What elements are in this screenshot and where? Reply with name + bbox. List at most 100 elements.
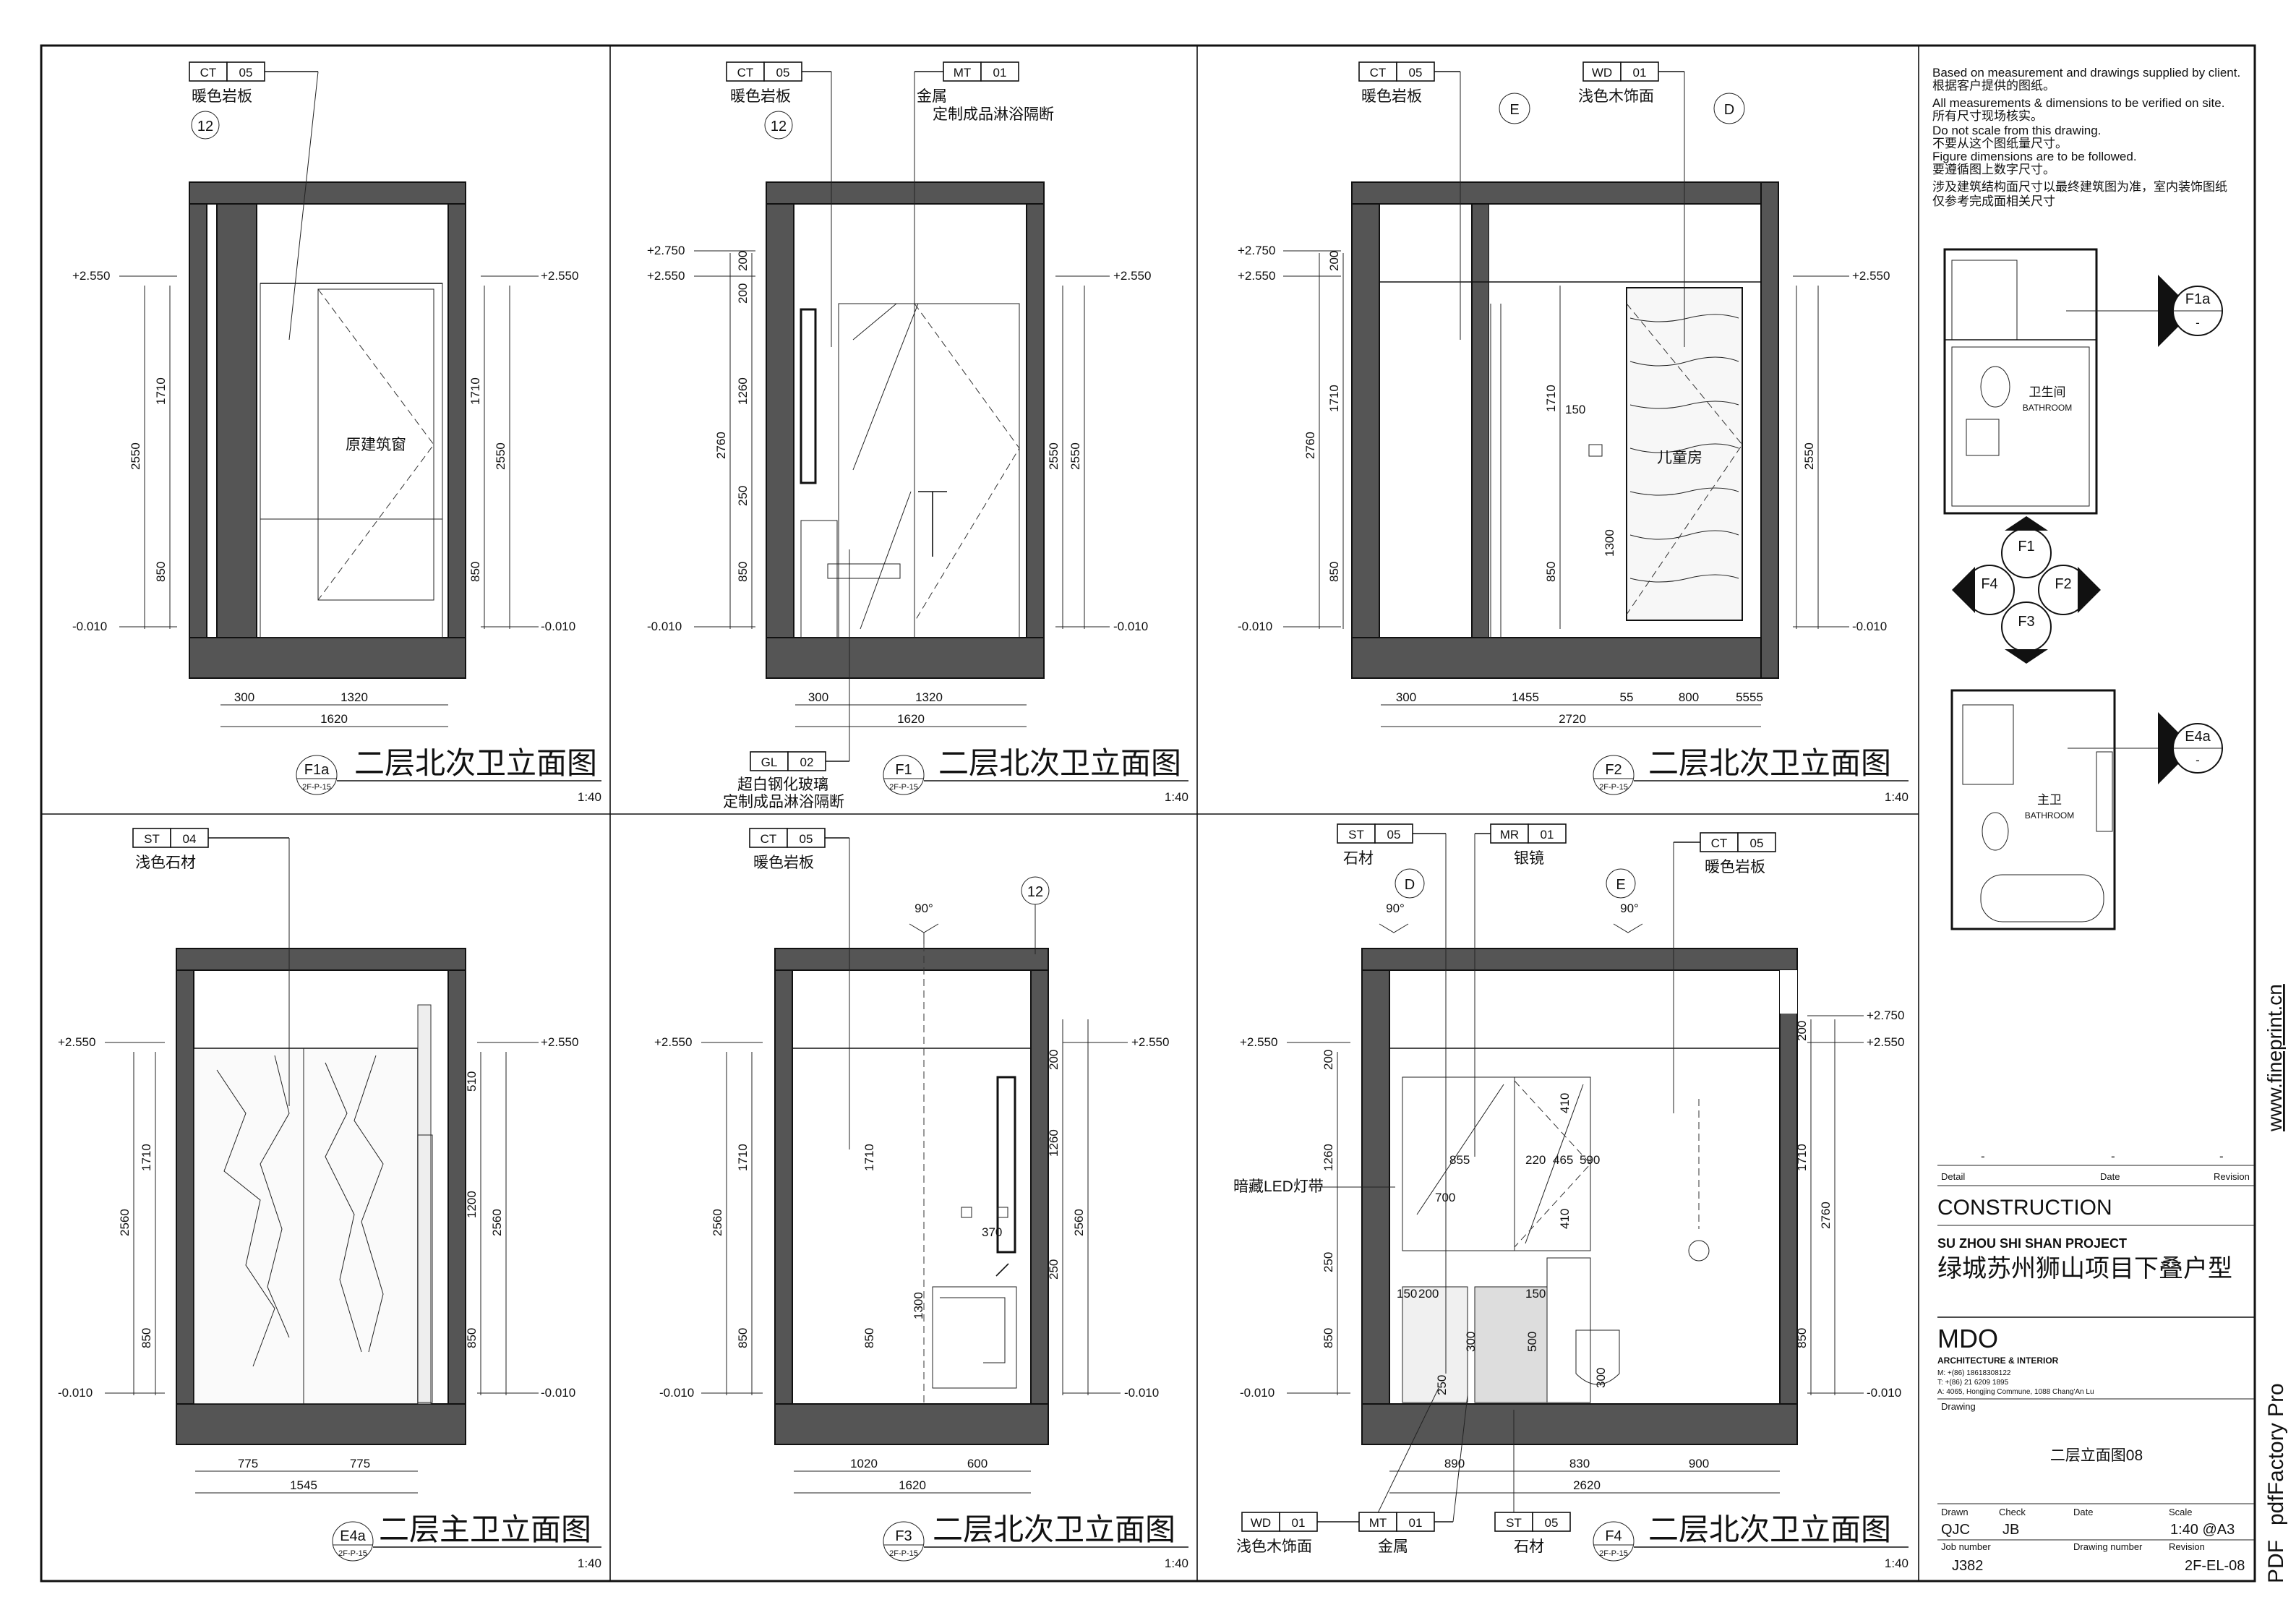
- dim-h: 300: [234, 690, 254, 704]
- material-num: 04: [183, 832, 197, 846]
- dim-v: 2760: [714, 432, 728, 459]
- level-mark: +2.550: [1240, 1035, 1277, 1049]
- dim-v: 2760: [1303, 432, 1317, 459]
- switch-icon: [1588, 444, 1603, 457]
- note-line: 所有尺寸现场核实。: [1932, 109, 2043, 123]
- contact: M: +(86) 18618308122: [1937, 1369, 2011, 1377]
- dim-v: 200: [1322, 1050, 1335, 1070]
- elevation-f1a: 原建筑窗 CT 05 暖色岩板 12 +2.550 -0.010 +2.550 …: [72, 61, 601, 804]
- view-title: 二层北次卫立面图: [1648, 746, 1891, 780]
- wall-left: [766, 181, 794, 679]
- material-code: WD: [1592, 66, 1612, 80]
- elevation-f4: ST 05 石材 MR 01 银镜 CT 05 暖色岩板 WD 01 浅色木饰面…: [1233, 823, 1909, 1570]
- view-angle: 90°: [1620, 902, 1639, 915]
- wall-right: [1026, 181, 1045, 679]
- material-code: ST: [1506, 1516, 1522, 1530]
- note-line: 涉及建筑结构面尺寸以最终建筑图为准，室内装饰图纸: [1932, 180, 2227, 194]
- ceiling-slab: [176, 948, 466, 971]
- material-num: 05: [1545, 1516, 1559, 1530]
- drawing-name: 二层立面图08: [2050, 1447, 2143, 1464]
- material-num: 05: [776, 66, 790, 80]
- svg-text:-: -: [2196, 753, 2200, 767]
- wall-right: [1030, 948, 1049, 1445]
- level-mark: -0.010: [1124, 1386, 1159, 1400]
- stone-panel: [193, 1048, 419, 1405]
- dim-h: 775: [350, 1457, 370, 1470]
- material-label: 金属: [1378, 1538, 1408, 1555]
- pdf-label: PDF: [2264, 1540, 2288, 1583]
- dim-h: 1545: [290, 1478, 317, 1492]
- material-note: 定制成品淋浴隔断: [723, 794, 844, 810]
- view-ref: 2F-P-15: [1599, 1549, 1628, 1558]
- level-mark: +2.550: [58, 1035, 95, 1049]
- material-label: 暖色岩板: [730, 88, 791, 105]
- dim-h: 2620: [1573, 1478, 1601, 1492]
- svg-text:Drawing number: Drawing number: [2073, 1541, 2143, 1552]
- room-label: 主卫: [2037, 793, 2062, 807]
- view-scale: 1:40: [1165, 790, 1188, 804]
- shower-bench: [827, 563, 901, 579]
- compass-label: F4: [1981, 576, 1997, 592]
- col-detail: Detail: [1941, 1171, 1965, 1182]
- level-mark: -0.010: [1238, 620, 1272, 633]
- ceiling-slab: [189, 181, 466, 205]
- level-mark: +2.550: [1238, 269, 1275, 283]
- view-title: 二层北次卫立面图: [354, 746, 597, 780]
- level-mark: -0.010: [72, 620, 107, 633]
- dim-v: 200: [1327, 251, 1341, 271]
- material-num: 05: [239, 66, 253, 80]
- revision-table: - - - Detail Date Revision: [1937, 1149, 2254, 1186]
- col-revision: Revision: [2214, 1171, 2250, 1182]
- revision-number: 2F-EL-08: [2185, 1558, 2245, 1574]
- level-mark: +2.550: [1131, 1035, 1169, 1049]
- material-code: WD: [1251, 1516, 1271, 1530]
- dim-v: 2560: [118, 1209, 132, 1236]
- view-scale: 1:40: [1885, 1556, 1909, 1570]
- material-num: 05: [1750, 836, 1764, 850]
- level-mark: +2.550: [541, 1035, 578, 1049]
- title-bubble: [883, 1521, 925, 1562]
- material-code: CT: [737, 66, 754, 80]
- material-label: 浅色石材: [135, 855, 196, 871]
- dim-v: 1710: [140, 1144, 153, 1171]
- level-mark: +2.750: [1238, 244, 1275, 257]
- dim-v: 1260: [1322, 1144, 1335, 1171]
- view-title: 二层北次卫立面图: [938, 746, 1181, 780]
- niche-shelf: [800, 308, 817, 484]
- svg-text:E: E: [1509, 102, 1519, 118]
- dim-v: 370: [982, 1225, 1002, 1239]
- dim-v: 850: [1327, 562, 1341, 582]
- level-mark: -0.010: [1240, 1386, 1275, 1400]
- firm-logo: MDO: [1937, 1324, 1998, 1353]
- dim-h: 830: [1569, 1457, 1590, 1470]
- dim-v: 850: [1795, 1328, 1809, 1348]
- level-mark: -0.010: [1867, 1386, 1901, 1400]
- compass-label: F3: [2018, 614, 2034, 630]
- wall-left: [1361, 948, 1390, 1445]
- svg-text:12: 12: [197, 119, 213, 134]
- material-code: CT: [761, 832, 777, 846]
- wall-right: [447, 181, 466, 679]
- svg-text:Job number: Job number: [1941, 1541, 1991, 1552]
- dim-h: 300: [1396, 690, 1416, 704]
- key-plan: 卫生间 BATHROOM F1a - F1 F4 F2 F3 主卫 BATHRO…: [1943, 248, 2223, 930]
- dim-h: 1620: [320, 712, 348, 726]
- ceiling-slab: [774, 948, 1049, 971]
- elevation-f1: CT 05 暖色岩板 12 MT 01 金属 定制成品淋浴隔断 GL 02 超白…: [647, 61, 1188, 810]
- svg-text:D: D: [1405, 877, 1415, 893]
- dim-v: 150: [1565, 403, 1585, 416]
- fineprint-link[interactable]: www.fineprint.cn: [2263, 984, 2286, 1132]
- note-line: Based on measurement and drawings suppli…: [1932, 66, 2240, 80]
- view-id: F1: [895, 762, 912, 778]
- contact: A: 4065, Hongjing Commune, 1088 Chang'An…: [1937, 1388, 2094, 1396]
- ceiling-slab: [1351, 181, 1779, 205]
- dim-v: 2560: [1072, 1209, 1086, 1236]
- dim-v: 2550: [1047, 442, 1061, 470]
- view-ref: 2F-P-15: [889, 783, 918, 792]
- shower-head-icon: [1688, 1240, 1710, 1262]
- dim-v: 1300: [912, 1292, 925, 1319]
- view-scale: 1:40: [1165, 1556, 1188, 1570]
- material-num: 01: [993, 66, 1007, 80]
- title-bubble: [296, 755, 338, 795]
- level-mark: -0.010: [541, 620, 575, 633]
